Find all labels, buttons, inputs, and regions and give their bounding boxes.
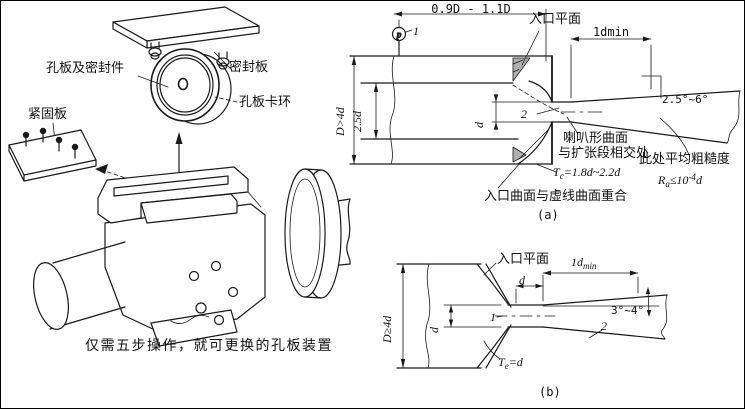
b-dim-D-label: D≥4d	[380, 315, 394, 343]
ra-tail: d	[695, 173, 702, 187]
b-tag: (b)	[539, 385, 561, 399]
b-dim-throat-length-label: d	[519, 273, 525, 287]
a-pressure-tap: p	[391, 26, 413, 57]
a-callout-2: 2	[521, 107, 527, 121]
b-throat-thickness-label: Te=d	[498, 355, 523, 373]
tc-subscript: c	[559, 171, 564, 181]
a-dim-D-label: D>4d	[333, 107, 347, 136]
a-roughness-value: Ra≤10-4d	[658, 170, 702, 191]
seal-plate-bar	[112, 6, 260, 70]
a-angle-reference	[641, 75, 662, 99]
b-angle-label: 3°~4°	[611, 304, 645, 317]
a-dim-tap-label: 0.9D - 1.1D	[431, 2, 511, 16]
exploded-view-drawing	[8, 6, 351, 347]
diagram-a-drawing: p	[349, 8, 741, 189]
a-note-inlet-curve: 入口曲面与虚线曲面重合	[484, 188, 628, 203]
te-subscript: e	[504, 361, 509, 371]
a-callout-1: 1	[413, 24, 419, 38]
label-fastening-plate: 紧固板	[28, 106, 68, 121]
tc-equation: =1.8d~2.2d	[563, 165, 621, 179]
b-1dmin-subscript: min	[583, 261, 597, 271]
b-dim-throat-length	[515, 274, 544, 304]
a-dim-throat	[491, 93, 553, 131]
a-nozzle-top	[512, 55, 565, 115]
a-nozzle-bottom	[512, 121, 553, 165]
a-dim-D	[351, 55, 357, 165]
a-note-roughness: 此处平均粗糙度	[639, 151, 731, 166]
orifice-plate-ring	[150, 48, 232, 125]
a-leaders	[497, 30, 690, 189]
ra-subscript: a	[665, 179, 670, 189]
a-dim-divergent-length	[570, 36, 652, 99]
label-orifice-and-seal: 孔板及密封件	[46, 60, 125, 75]
fitting-body	[33, 166, 351, 347]
ra-exponent: -4	[688, 172, 696, 182]
a-pipe	[349, 55, 553, 165]
caption: 仅需五步操作，就可更换的孔板装置	[85, 337, 333, 353]
diagram-b-drawing	[396, 262, 668, 369]
a-inlet-plane-label: 入口平面	[529, 11, 582, 26]
b-dim-1dmin-label: 1dmin	[571, 255, 597, 273]
a-dim-tap-to-inlet	[393, 8, 547, 62]
b-1dmin-base: 1d	[571, 255, 583, 269]
ra-symbol: R	[658, 173, 666, 187]
a-note-junction-line2: 与扩张段相交处	[558, 145, 650, 160]
a-dim-bore-label: 2.5d	[350, 111, 364, 132]
a-dim-throat-label: d	[472, 122, 486, 128]
fastening-plate	[8, 127, 97, 182]
label-seal-plate: 密封板	[229, 59, 269, 74]
a-tag: (a)	[537, 208, 559, 222]
b-angle-arrow	[645, 287, 652, 317]
b-dim-D	[400, 263, 406, 369]
tc-symbol: T	[553, 165, 560, 179]
b-bell-mouth	[476, 263, 512, 369]
up-arrow	[175, 132, 183, 174]
te-equation: =d	[508, 355, 523, 369]
b-dim-divergent	[542, 270, 639, 294]
b-callout-2: 2	[601, 319, 607, 333]
b-throat-divergent	[507, 294, 668, 340]
a-throat-thickness-label: Tc=1.8d~2.2d	[553, 165, 620, 183]
insert-arrow	[95, 164, 132, 181]
b-dim-bore-label: d	[427, 327, 441, 333]
a-dim-1dmin-label: 1dmin	[592, 25, 630, 39]
b-callout-1: 1	[490, 310, 496, 324]
b-dim-bore	[443, 304, 502, 328]
ra-mid: ≤10	[669, 173, 689, 187]
b-inlet-plane-label: 入口平面	[497, 251, 550, 266]
te-symbol: T	[498, 355, 505, 369]
b-pipe	[396, 263, 482, 369]
a-angle-label: 2.5°~6°	[662, 93, 709, 106]
a-dim-bore	[373, 82, 379, 140]
a-note-junction-line1: 喇叭形曲面	[563, 130, 629, 145]
pressure-tap-symbol: p	[396, 30, 402, 40]
a-throat-divergent	[551, 90, 741, 144]
label-retaining-ring: 孔板卡环	[239, 94, 292, 109]
b-leaders	[483, 262, 603, 360]
